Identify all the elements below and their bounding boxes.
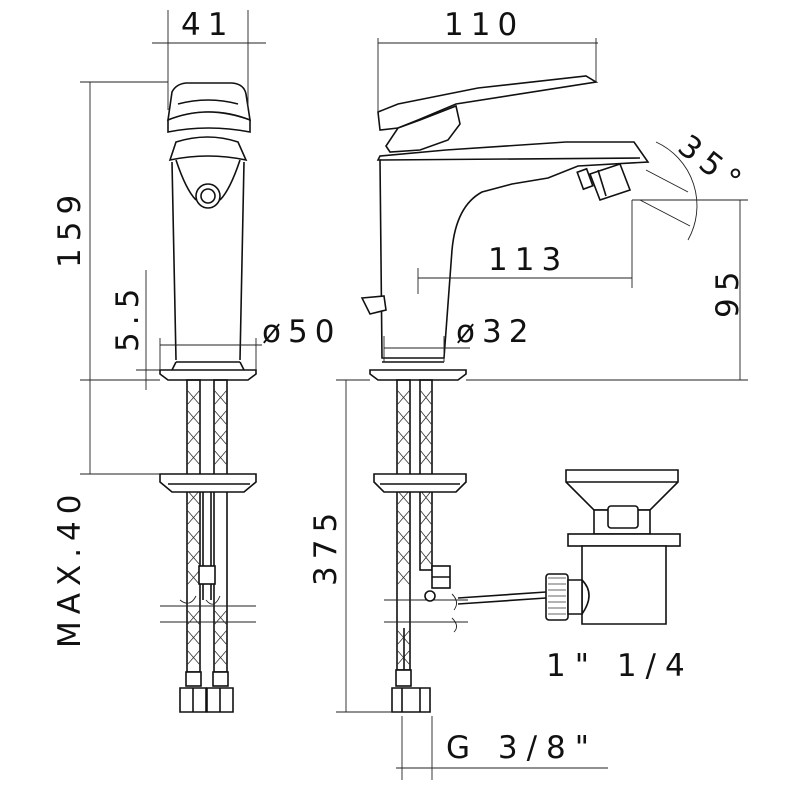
side-base-plate xyxy=(369,369,467,381)
dim-overall-length: 110 xyxy=(444,7,524,43)
front-body-upper xyxy=(167,111,251,133)
dim-height: 159 xyxy=(52,188,88,268)
side-popup-knob xyxy=(360,295,387,315)
dim-swivel-angle: 35° xyxy=(671,128,753,203)
front-hose-nuts xyxy=(179,671,234,713)
side-view xyxy=(360,75,650,713)
side-lever xyxy=(377,75,599,131)
side-hose-nut xyxy=(391,628,431,713)
dim-base-height: 5.5 xyxy=(110,282,146,352)
side-fixing-nut xyxy=(373,473,467,493)
dimension-lines xyxy=(80,10,748,780)
dim-spout-reach: 113 xyxy=(488,242,568,278)
dim-max-deck-thickness: MAX.40 xyxy=(52,488,88,649)
inlet-thread-label: G 3/8" xyxy=(446,730,598,766)
popup-waste xyxy=(545,469,681,625)
front-fixing-nut xyxy=(159,473,257,493)
dim-hose-length: 375 xyxy=(308,506,344,586)
front-spout-collar xyxy=(168,136,248,162)
side-spout xyxy=(376,141,650,359)
dim-base-diameter: ø50 xyxy=(262,314,341,350)
front-base-plate xyxy=(159,369,257,381)
side-jet-nozzle xyxy=(576,162,632,202)
dim-spout-height: 95 xyxy=(710,265,746,318)
front-view xyxy=(159,82,257,713)
waste-thread-label: 1" 1/4 xyxy=(546,648,694,684)
dim-front-width: 41 xyxy=(181,7,234,43)
dim-hole-diameter: ø32 xyxy=(456,314,535,350)
front-body xyxy=(171,161,245,361)
front-hoses xyxy=(186,379,228,673)
side-hoses xyxy=(396,379,451,671)
popup-rod xyxy=(424,590,547,605)
